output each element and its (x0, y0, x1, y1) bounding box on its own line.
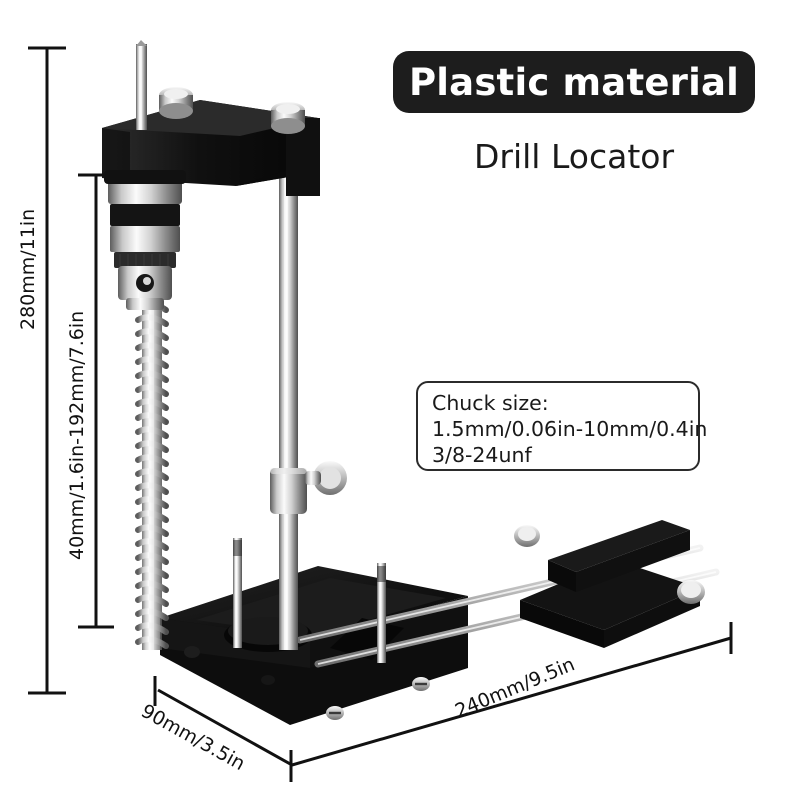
top-thumb-screw-right (271, 102, 305, 134)
coil-spring (135, 300, 169, 650)
material-badge-label: Plastic material (408, 60, 740, 104)
main-vertical-post (279, 170, 298, 650)
sliding-clamp-block (514, 520, 705, 648)
drill-bit-right (377, 563, 386, 663)
top-head-bracket (102, 100, 320, 196)
material-badge: Plastic material (393, 51, 755, 113)
clamp-thumb-screw (514, 525, 540, 547)
chuck-size-range: 1.5mm/0.06in-10mm/0.4in (432, 417, 708, 441)
drill-chuck (108, 178, 182, 310)
clamp-thumb-screw (677, 580, 705, 604)
base-screw (412, 677, 430, 691)
dimension-lines (28, 46, 733, 782)
dimension-total-height: 280mm/11in (17, 208, 39, 330)
base-screw (326, 706, 344, 720)
top-drill-bit (136, 40, 147, 130)
depth-stop-collar (270, 461, 347, 514)
chuck-size-title: Chuck size: (432, 391, 549, 415)
chuck-size-callout: Chuck size: 1.5mm/0.06in-10mm/0.4in 3/8-… (416, 381, 708, 471)
drill-bit-left (233, 538, 242, 648)
chuck-size-thread: 3/8-24unf (432, 443, 532, 467)
product-title: Drill Locator (473, 136, 675, 176)
base-platform (160, 566, 468, 725)
dimension-adjustable-range: 40mm/1.6in-192mm/7.6in (66, 310, 88, 560)
top-thumb-screw-left (159, 87, 193, 119)
